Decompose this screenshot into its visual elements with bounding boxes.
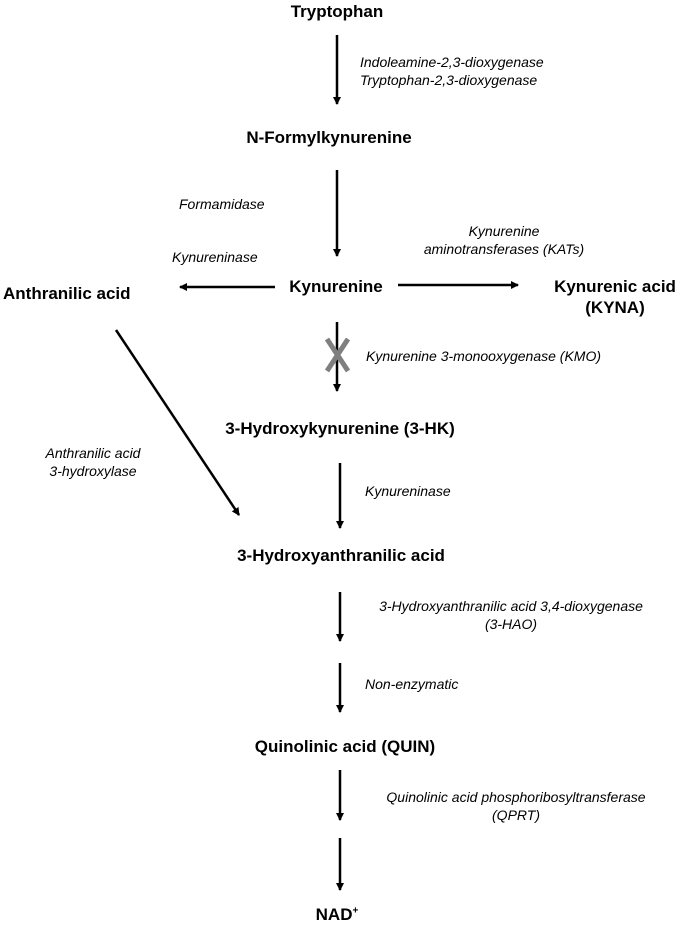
enzyme-non-enzymatic: Non-enzymatic — [365, 676, 459, 692]
node-anthranilic-acid: Anthranilic acid — [3, 284, 131, 303]
arrow-anthranilic-to-3haa — [114, 329, 241, 516]
node-tryptophan: Tryptophan — [290, 2, 384, 21]
enzyme-anthranilic-hydroxylase-line1: Anthranilic acid — [45, 445, 141, 461]
enzyme-kmo: Kynurenine 3-monooxygenase (KMO) — [366, 348, 602, 364]
enzyme-qprt-line1: Quinolinic acid phosphoribosyltransferas… — [386, 789, 646, 805]
enzyme-ido-tdo: Indoleamine-2,3-dioxygenase Tryptophan-2… — [360, 53, 544, 89]
enzyme-ido: Indoleamine-2,3-dioxygenase — [360, 54, 544, 70]
node-kynurenine: Kynurenine — [289, 277, 383, 296]
kmo-block-mark — [324, 337, 351, 373]
enzyme-kats-line1: Kynurenine — [468, 223, 540, 239]
enzyme-kats-line2: aminotransferases (KATs) — [423, 241, 585, 257]
node-kynurenic-acid: Kynurenic acid (KYNA) — [554, 276, 676, 318]
enzyme-kynureninase-lower: Kynureninase — [365, 483, 451, 499]
enzyme-anthranilic-hydroxylase-line2: 3-hydroxylase — [49, 463, 137, 479]
enzyme-3-hao: 3-Hydroxyanthranilic acid 3,4-dioxygenas… — [379, 597, 643, 633]
enzyme-qprt: Quinolinic acid phosphoribosyltransferas… — [386, 788, 645, 824]
enzyme-anthranilic-hydroxylase: Anthranilic acid 3-hydroxylase — [46, 444, 141, 480]
enzyme-formamidase: Formamidase — [179, 196, 265, 212]
node-nad-base: NAD — [315, 905, 353, 924]
node-3-hydroxykynurenine: 3-Hydroxykynurenine (3-HK) — [225, 419, 455, 438]
enzyme-3-hao-line1: 3-Hydroxyanthranilic acid 3,4-dioxygenas… — [379, 598, 643, 614]
node-3-hydroxyanthranilic-acid: 3-Hydroxyanthranilic acid — [237, 546, 445, 565]
node-kynurenic-acid-abbrev: (KYNA) — [585, 298, 645, 317]
enzyme-kats: Kynurenine aminotransferases (KATs) — [424, 222, 584, 258]
enzyme-kynureninase-left: Kynureninase — [172, 249, 258, 265]
node-n-formylkynurenine: N-Formylkynurenine — [246, 128, 412, 147]
enzyme-3-hao-line2: (3-HAO) — [484, 616, 538, 632]
node-nad-charge: + — [352, 905, 359, 917]
node-nad: NAD+ — [316, 904, 359, 925]
node-quinolinic-acid: Quinolinic acid (QUIN) — [254, 737, 436, 756]
enzyme-tdo: Tryptophan-2,3-dioxygenase — [360, 72, 538, 88]
enzyme-qprt-line2: (QPRT) — [492, 807, 540, 823]
node-kynurenic-acid-name: Kynurenic acid — [554, 277, 676, 296]
